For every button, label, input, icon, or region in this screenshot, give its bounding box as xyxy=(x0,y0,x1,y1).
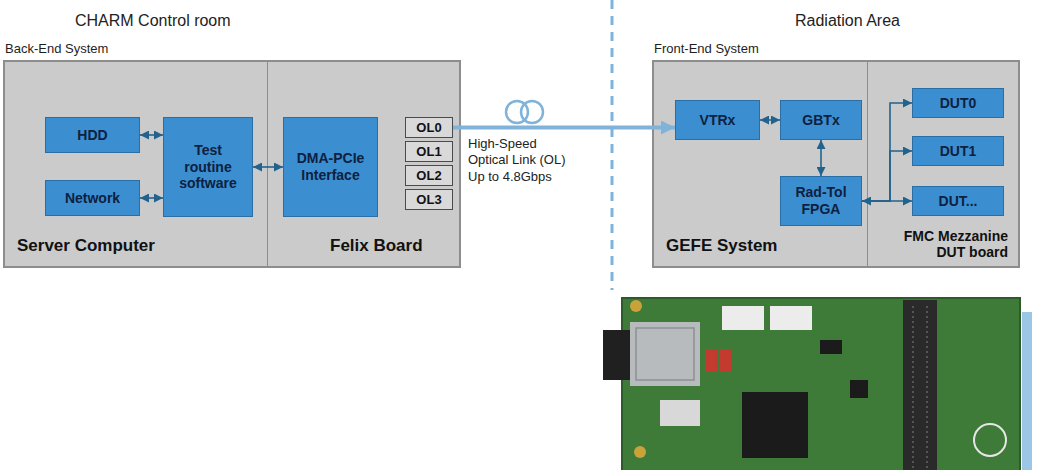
box-label: Test routine software xyxy=(169,142,247,192)
edge-label-holder: High-Speed Optical Link (OL) Up to 4.8Gb… xyxy=(468,136,580,185)
optical-port: OL3 xyxy=(405,189,453,210)
link-label: High-Speed Optical Link (OL) Up to 4.8Gb… xyxy=(468,136,580,185)
region-label: FMC Mezzanine DUT board xyxy=(890,228,1008,260)
board-marking xyxy=(974,424,1006,456)
box-label: DMA-PCIe Interface xyxy=(289,150,372,184)
area-title: CHARM Control room xyxy=(75,12,231,30)
fiber-loop xyxy=(521,101,543,123)
led-header xyxy=(705,350,717,372)
optical-port: OL2 xyxy=(405,165,453,186)
system-heading: Back-End System xyxy=(5,41,459,56)
box-label: DUT1 xyxy=(940,143,977,160)
box-label: VTRx xyxy=(700,112,736,129)
fiber-coil-icon xyxy=(506,101,543,123)
region-label: Server Computer xyxy=(17,236,155,256)
port-label: OL2 xyxy=(416,168,441,183)
dut-box: DUT1 xyxy=(912,136,1004,166)
gefe-system-area: GEFE System VTRx GBTxRad-Tol FPGA xyxy=(654,62,868,266)
module-sticker xyxy=(770,306,812,330)
small-chip xyxy=(850,380,868,398)
dut-box: DUT0 xyxy=(912,88,1004,118)
fpga-chip xyxy=(742,392,808,458)
box-label: GBTx xyxy=(802,112,839,129)
sma-connector xyxy=(630,300,642,312)
port-label: OL0 xyxy=(416,120,441,135)
fmc-connector xyxy=(903,300,937,470)
software-box: Test routine software xyxy=(163,117,253,217)
interface-box: DMA-PCIe Interface xyxy=(283,117,378,217)
dut-board-area: FMC Mezzanine DUT board DUT0DUT1DUT... xyxy=(868,62,1018,266)
port-label: OL1 xyxy=(416,144,441,159)
small-chip xyxy=(820,340,842,354)
sfp-cage xyxy=(630,322,700,386)
led-header xyxy=(720,350,732,372)
server-computer-area: Server Computer HDD Network Test routine so… xyxy=(5,62,268,266)
pcb-edge xyxy=(622,298,1020,470)
back-end-panel: Back-End SystemServer ComputerHDDNetwork… xyxy=(3,60,461,268)
box-label: Rad-Tol FPGA xyxy=(786,184,856,218)
system-heading: Front-End System xyxy=(654,41,1018,56)
gefe-board-photo xyxy=(603,298,1032,470)
sma-connector xyxy=(634,446,646,458)
storage-box: HDD xyxy=(45,117,140,153)
box-label: DUT0 xyxy=(940,95,977,112)
fpga-box: Rad-Tol FPGA xyxy=(780,176,862,226)
pcb-board xyxy=(622,298,1020,470)
transceiver-box: VTRx xyxy=(675,100,760,140)
side-bar xyxy=(1022,312,1032,470)
module-sticker xyxy=(722,306,764,330)
label-holder: CHARM Control room xyxy=(75,12,231,30)
label-holder: Radiation Area xyxy=(795,12,900,30)
dut-box: DUT... xyxy=(912,186,1004,216)
gbtx-chip-box: GBTx xyxy=(780,100,862,140)
area-divider xyxy=(611,0,614,290)
front-end-panel: Front-End SystemGEFE SystemVTRxGBTxRad-T… xyxy=(652,60,1020,268)
felix-board-area: Felix Board DMA-PCIe Interface OL0OL1OL2OL… xyxy=(268,62,459,266)
box-label: DUT... xyxy=(939,193,978,210)
box-label: HDD xyxy=(77,127,107,144)
fiber-connector xyxy=(603,330,633,380)
region-label: Felix Board xyxy=(330,236,423,256)
area-title: Radiation Area xyxy=(795,12,900,30)
fmc-pins xyxy=(912,306,914,470)
box-label: Network xyxy=(65,190,120,207)
optical-port: OL1 xyxy=(405,141,453,162)
fmc-pins xyxy=(926,306,928,470)
small-module xyxy=(660,400,700,426)
optical-link xyxy=(453,126,675,130)
optical-port: OL0 xyxy=(405,117,453,138)
region-label: GEFE System xyxy=(666,236,778,256)
sfp-cage-detail xyxy=(636,328,694,380)
network-box: Network xyxy=(45,180,140,216)
port-label: OL3 xyxy=(416,192,441,207)
